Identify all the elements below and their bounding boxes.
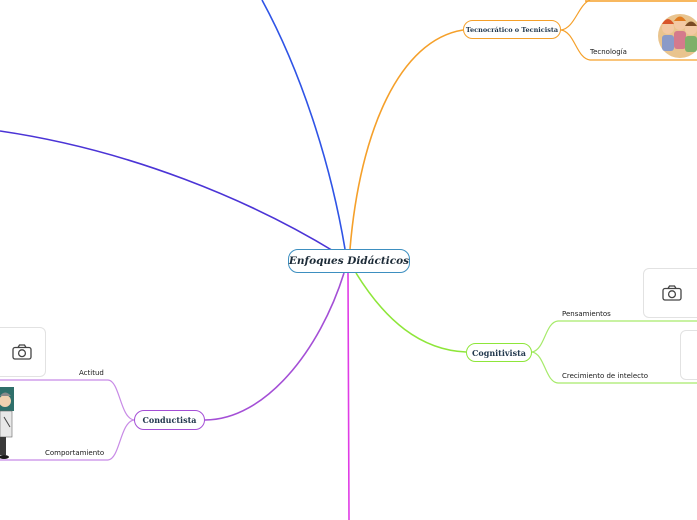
subtopic-pensamientos-label: Pensamientos: [562, 310, 611, 318]
subbranch-line-tec-upper: [560, 0, 591, 31]
subtopic-actitud-label: Actitud: [79, 369, 104, 377]
image-placeholder-pensamientos[interactable]: [643, 268, 697, 318]
topic-cognitivista[interactable]: Cognitivista: [466, 343, 532, 362]
branch-line-top-blue: [261, 0, 346, 250]
subtopic-crecimiento-intelecto[interactable]: Crecimiento de intelecto: [562, 372, 648, 380]
topic-cognitivista-label: Cognitivista: [472, 347, 526, 358]
cartoon-person-picture: [0, 387, 14, 459]
camera-icon: [662, 285, 682, 301]
image-placeholder-crecimiento[interactable]: [680, 330, 697, 380]
topic-tecnocratico[interactable]: Tecnocrático o Tecnicista: [463, 20, 561, 39]
subtopic-tecnologia[interactable]: Tecnología: [590, 48, 627, 56]
subtopic-comportamiento[interactable]: Comportamiento: [45, 449, 104, 457]
branch-line-left-indigo: [0, 130, 336, 253]
subtopic-actitud[interactable]: Actitud: [79, 369, 104, 377]
branch-line-cognitivista: [355, 272, 467, 353]
children-group-picture: [658, 14, 697, 58]
branch-line-tecnocratico: [349, 29, 464, 250]
central-topic-label: Enfoques Didácticos: [288, 255, 410, 267]
topic-conductista-label: Conductista: [142, 415, 197, 425]
image-placeholder-actitud[interactable]: [0, 327, 46, 377]
subbranch-line-tecnologia: [560, 29, 697, 61]
subbranch-line-crecimiento: [531, 351, 697, 384]
topic-conductista[interactable]: Conductista: [134, 410, 205, 430]
branch-line-bottom-magenta: [347, 272, 350, 520]
subtopic-crecimiento-intelecto-label: Crecimiento de intelecto: [562, 372, 649, 380]
subbranch-line-pensamientos: [531, 320, 697, 353]
subtopic-comportamiento-label: Comportamiento: [45, 449, 105, 457]
subtopic-pensamientos[interactable]: Pensamientos: [562, 310, 611, 318]
subtopic-tecnologia-label: Tecnología: [590, 48, 627, 56]
camera-icon: [12, 344, 32, 360]
branch-line-conductista: [204, 272, 345, 421]
central-topic[interactable]: Enfoques Didácticos: [288, 249, 410, 273]
subbranch-line-actitud: [0, 379, 135, 421]
topic-tecnocratico-label: Tecnocrático o Tecnicista: [465, 25, 559, 34]
subbranch-line-comportamiento: [0, 419, 135, 461]
